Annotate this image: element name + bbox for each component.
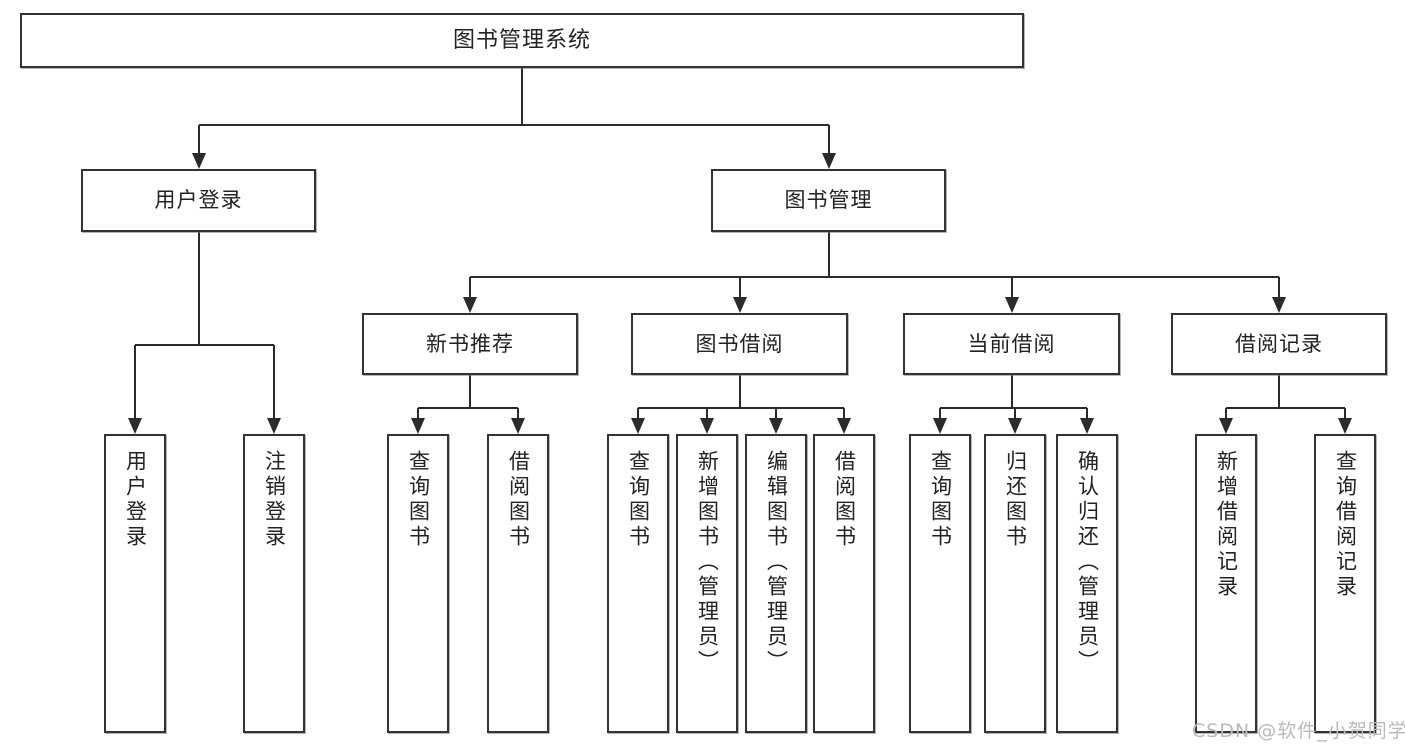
arrowhead-icon bbox=[821, 153, 836, 169]
node-label-borrow-record: 借阅记录 bbox=[1235, 331, 1323, 356]
edge-stem-book-manage bbox=[827, 232, 830, 277]
arrowhead-icon bbox=[1004, 297, 1019, 313]
edge-bus-current-borrow bbox=[940, 407, 1087, 409]
arrowhead-icon bbox=[700, 418, 714, 434]
edge-branch-leaf-return-book bbox=[1014, 408, 1016, 418]
arrowhead-icon bbox=[1272, 297, 1286, 313]
node-label-new-book-rec: 新书推荐 bbox=[426, 331, 514, 356]
node-label-user-login: 用户登录 bbox=[154, 188, 243, 213]
edge-bus-new-book-rec bbox=[418, 407, 518, 409]
edge-branch-book-manage bbox=[827, 125, 830, 153]
node-leaf-query-book-current[interactable]: 查询图书 bbox=[909, 434, 971, 733]
edge-branch-leaf-user-logout bbox=[273, 345, 275, 418]
edge-branch-leaf-query-book-borrow bbox=[637, 408, 639, 418]
edge-stem-book-borrow bbox=[738, 375, 741, 408]
edge-branch-leaf-user-login bbox=[134, 345, 136, 418]
edge-bus-user-login bbox=[135, 344, 274, 346]
node-label-leaf-add-book: 新增图书（管理员） bbox=[695, 450, 720, 675]
node-leaf-query-borrow-record[interactable]: 查询借阅记录 bbox=[1314, 434, 1376, 733]
edge-branch-leaf-borrow-book bbox=[843, 408, 845, 418]
edge-branch-book-borrow bbox=[738, 277, 741, 297]
edge-branch-leaf-borrow-book-rec bbox=[517, 408, 519, 418]
node-label-leaf-query-borrow-record: 查询借阅记录 bbox=[1333, 450, 1358, 600]
edge-bus-root bbox=[198, 124, 829, 126]
node-borrow-record[interactable]: 借阅记录 bbox=[1171, 313, 1387, 375]
node-label-leaf-borrow-book: 借阅图书 bbox=[832, 450, 857, 550]
arrowhead-icon bbox=[463, 297, 477, 313]
arrowhead-icon bbox=[511, 418, 525, 434]
node-label-book-borrow: 图书借阅 bbox=[695, 331, 784, 356]
node-label-leaf-return-book: 归还图书 bbox=[1003, 450, 1028, 550]
node-leaf-add-book[interactable]: 新增图书（管理员） bbox=[676, 434, 738, 733]
edge-branch-leaf-add-borrow-record bbox=[1225, 408, 1227, 418]
node-user-login[interactable]: 用户登录 bbox=[81, 169, 316, 232]
node-label-leaf-edit-book: 编辑图书（管理员） bbox=[764, 450, 789, 675]
node-label-root: 图书管理系统 bbox=[452, 27, 591, 53]
arrowhead-icon bbox=[933, 418, 947, 434]
node-root[interactable]: 图书管理系统 bbox=[20, 13, 1024, 68]
arrowhead-icon bbox=[1338, 418, 1352, 434]
arrowhead-icon bbox=[837, 418, 851, 434]
node-leaf-borrow-book-rec[interactable]: 借阅图书 bbox=[487, 434, 549, 733]
node-label-leaf-query-book-current: 查询图书 bbox=[928, 450, 953, 550]
edge-branch-new-book-rec bbox=[469, 277, 471, 297]
arrowhead-icon bbox=[1008, 418, 1022, 434]
edge-branch-leaf-edit-book bbox=[775, 408, 777, 418]
node-label-leaf-add-borrow-record: 新增借阅记录 bbox=[1214, 450, 1239, 600]
edge-stem-user-login bbox=[197, 232, 200, 345]
arrowhead-icon bbox=[1080, 418, 1094, 434]
node-label-leaf-query-book-borrow: 查询图书 bbox=[626, 450, 651, 550]
arrowhead-icon bbox=[411, 418, 425, 434]
node-label-current-borrow: 当前借阅 bbox=[967, 331, 1056, 356]
edge-branch-leaf-query-book-rec bbox=[417, 408, 419, 418]
node-label-book-manage: 图书管理 bbox=[784, 188, 873, 213]
node-book-manage[interactable]: 图书管理 bbox=[711, 169, 946, 232]
node-label-leaf-borrow-book-rec: 借阅图书 bbox=[506, 450, 531, 550]
arrowhead-icon bbox=[732, 297, 747, 313]
node-leaf-confirm-return[interactable]: 确认归还（管理员） bbox=[1056, 434, 1118, 733]
edge-branch-leaf-query-book-current bbox=[939, 408, 941, 418]
edge-bus-book-borrow bbox=[638, 407, 844, 409]
node-label-leaf-query-book-rec: 查询图书 bbox=[406, 450, 431, 550]
node-label-leaf-user-login: 用户登录 bbox=[123, 450, 148, 550]
node-leaf-user-logout[interactable]: 注销登录 bbox=[243, 434, 305, 733]
node-leaf-query-book-borrow[interactable]: 查询图书 bbox=[607, 434, 669, 733]
node-new-book-rec[interactable]: 新书推荐 bbox=[362, 313, 578, 375]
edge-branch-current-borrow bbox=[1010, 277, 1013, 297]
edge-stem-borrow-record bbox=[1278, 375, 1280, 408]
edge-branch-borrow-record bbox=[1278, 277, 1280, 297]
edge-stem-root bbox=[521, 68, 523, 125]
edge-stem-new-book-rec bbox=[469, 375, 471, 408]
arrowhead-icon bbox=[631, 418, 645, 434]
node-leaf-edit-book[interactable]: 编辑图书（管理员） bbox=[745, 434, 807, 733]
node-label-leaf-confirm-return: 确认归还（管理员） bbox=[1075, 450, 1100, 675]
edge-bus-book-manage bbox=[470, 276, 1279, 278]
edge-branch-leaf-confirm-return bbox=[1086, 408, 1088, 418]
edge-stem-current-borrow bbox=[1010, 375, 1013, 408]
edge-branch-leaf-add-book bbox=[706, 408, 708, 418]
arrowhead-icon bbox=[128, 418, 142, 434]
node-label-leaf-user-logout: 注销登录 bbox=[262, 450, 287, 550]
edge-branch-user-login bbox=[197, 125, 200, 153]
node-current-borrow[interactable]: 当前借阅 bbox=[903, 313, 1120, 375]
edge-branch-leaf-query-borrow-record bbox=[1344, 408, 1346, 418]
arrowhead-icon bbox=[267, 418, 281, 434]
node-leaf-user-login[interactable]: 用户登录 bbox=[104, 434, 166, 733]
node-leaf-add-borrow-record[interactable]: 新增借阅记录 bbox=[1195, 434, 1257, 733]
node-leaf-query-book-rec[interactable]: 查询图书 bbox=[387, 434, 449, 733]
node-leaf-return-book[interactable]: 归还图书 bbox=[984, 434, 1046, 733]
node-book-borrow[interactable]: 图书借阅 bbox=[631, 313, 848, 375]
arrowhead-icon bbox=[769, 418, 783, 434]
arrowhead-icon bbox=[191, 153, 206, 169]
arrowhead-icon bbox=[1219, 418, 1233, 434]
edge-bus-borrow-record bbox=[1226, 407, 1345, 409]
node-leaf-borrow-book[interactable]: 借阅图书 bbox=[813, 434, 875, 733]
